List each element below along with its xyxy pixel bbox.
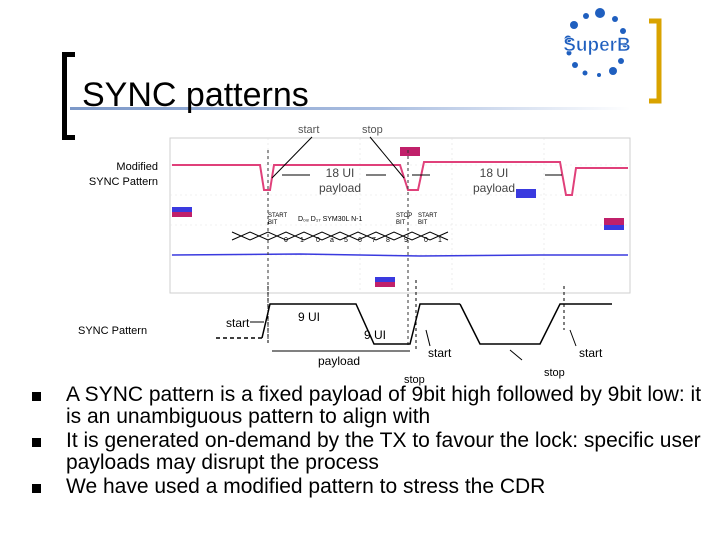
modified-sync-label: Modified SYNC Pattern	[88, 161, 158, 188]
svg-text:0: 0	[284, 237, 288, 244]
bullet-square-icon	[32, 392, 41, 401]
payload-left-label: 18 UI payload	[318, 166, 362, 195]
start-bit-label-2: START BIT	[418, 213, 438, 226]
symbol-code-label: D₀₈ D₁₇ SYM30L N-1	[298, 216, 363, 223]
sync-stop-mid: stop	[404, 374, 425, 386]
bullet-text: It is generated on-demand by the TX to f…	[66, 429, 701, 474]
scope-start-label: start	[298, 124, 320, 136]
annotation-arrows	[271, 136, 562, 179]
svg-text:7: 7	[372, 237, 376, 244]
logo-text: SuperB	[563, 35, 631, 56]
svg-text:1: 1	[300, 237, 304, 244]
svg-text:5: 5	[344, 237, 348, 244]
title-underline	[70, 107, 630, 110]
svg-text:0: 0	[424, 237, 428, 244]
bullet-text: A SYNC pattern is a fixed payload of 9bi…	[66, 383, 702, 428]
payload-label: payload	[318, 354, 361, 368]
stop-bit-label: STOP BIT	[396, 213, 413, 226]
svg-text:a: a	[330, 237, 334, 244]
svg-text:1: 1	[438, 237, 442, 244]
bullet-square-icon	[32, 484, 41, 493]
scope-markers	[172, 147, 624, 287]
bullet-text: We have used a modified pattern to stres…	[66, 475, 546, 498]
list-item: It is generated on-demand by the TX to f…	[30, 430, 710, 474]
bullet-list: A SYNC pattern is a fixed payload of 9bi…	[30, 384, 710, 500]
scope-stop-label: stop	[362, 124, 383, 136]
list-item: We have used a modified pattern to stres…	[30, 476, 710, 498]
ui-low-label: 9 UI	[364, 328, 387, 342]
bit-cell-labels: 0 1 0 a 5 6 7 8 9 0 1	[284, 237, 442, 244]
payload-right-label: 18 UI payload	[472, 166, 516, 195]
page-title: SYNC patterns	[82, 76, 309, 114]
start-bit-label: START BIT	[268, 213, 288, 226]
bullet-square-icon	[32, 438, 41, 447]
sync-start-mid: start	[428, 346, 452, 360]
sync-stop-right: stop	[544, 367, 565, 379]
blue-trace	[171, 253, 628, 257]
sync-start-left: start	[226, 316, 250, 330]
sync-timing-diagram: 0 1 0 a 5 6 7 8 9 0 1	[169, 136, 631, 361]
scope-screen	[169, 137, 631, 294]
superb-logo: SuperB	[555, 5, 673, 113]
list-item: A SYNC pattern is a fixed payload of 9bi…	[30, 384, 710, 428]
sync-pattern-waveform	[216, 303, 612, 345]
sync-cursor-lines	[267, 280, 565, 352]
sync-start-right: start	[579, 346, 603, 360]
svg-text:6: 6	[358, 237, 362, 244]
modified-sync-trace	[172, 161, 628, 196]
sync-pattern-label: SYNC Pattern	[78, 325, 148, 337]
svg-text:8: 8	[386, 237, 390, 244]
title-bracket	[62, 52, 75, 140]
svg-text:9: 9	[404, 237, 408, 244]
cursor-lines	[267, 150, 409, 345]
sync-arrows	[250, 321, 577, 361]
ui-high-label: 9 UI	[298, 310, 321, 324]
svg-text:0: 0	[316, 237, 320, 244]
